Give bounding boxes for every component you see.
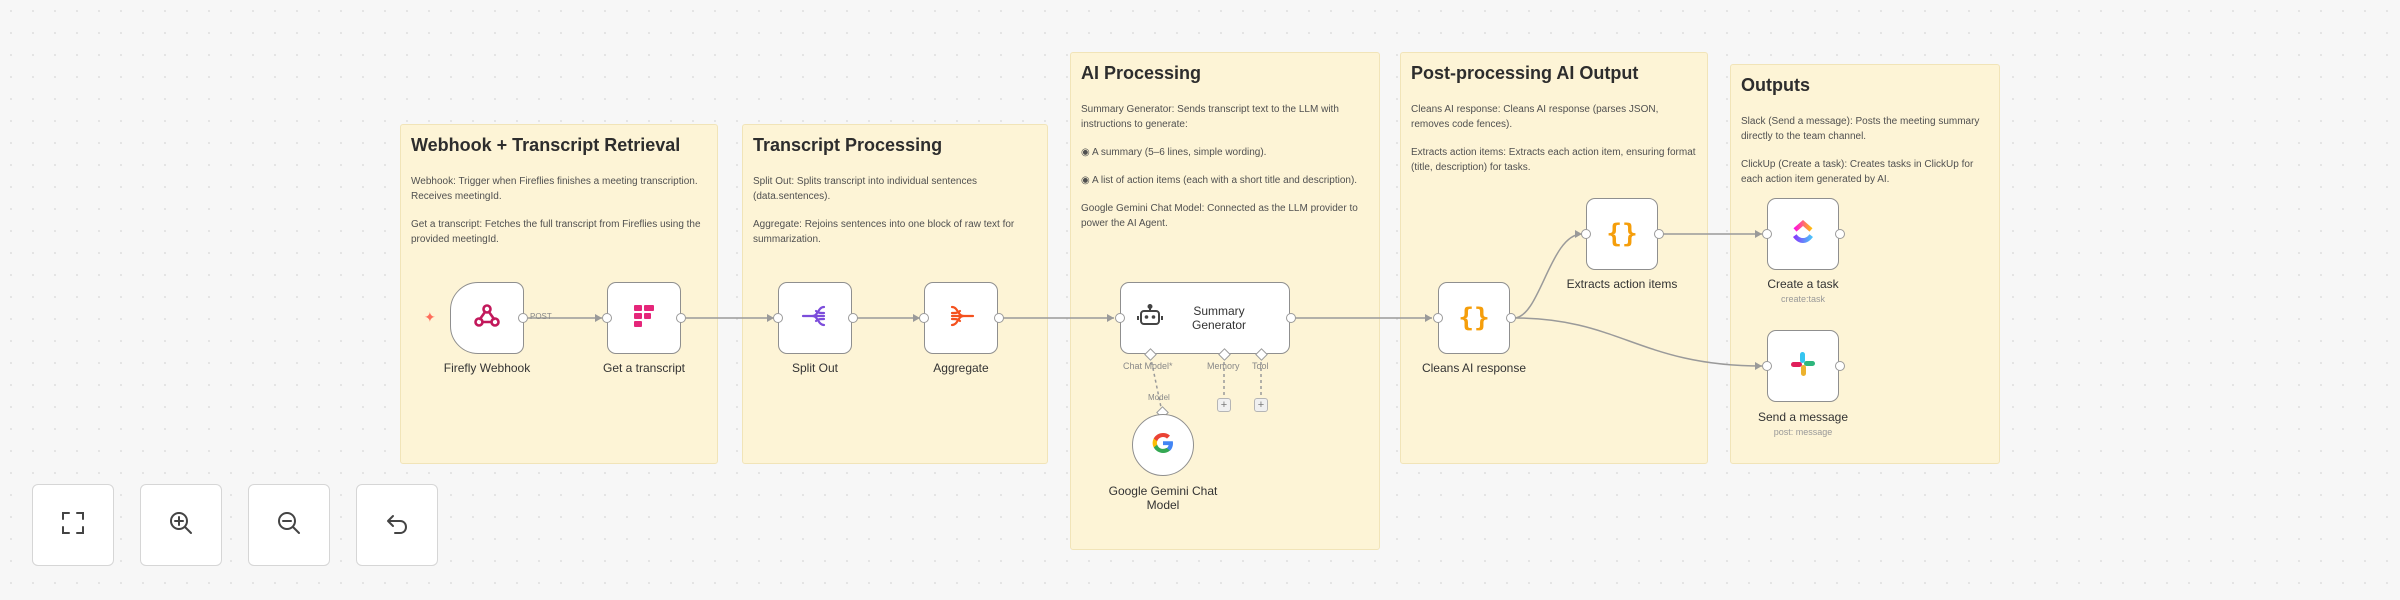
section-note: Aggregate: Rejoins sentences into one bl… (753, 219, 1015, 245)
node-label: Split Out (791, 361, 839, 375)
arrowhead (913, 314, 920, 322)
section-note: Slack (Send a message): Posts the meetin… (1741, 116, 1980, 142)
input-port[interactable] (1762, 229, 1772, 239)
output-port[interactable] (994, 313, 1004, 323)
section-note: Summary Generator: Sends transcript text… (1081, 104, 1339, 130)
reset-button[interactable] (356, 484, 438, 566)
code-braces-icon: {} (1458, 303, 1490, 333)
section-title: Webhook + Transcript Retrieval (411, 135, 681, 155)
input-port[interactable] (1762, 361, 1772, 371)
connection-cleans-to-slack (1513, 317, 1763, 367)
section-note: Cleans AI response: Cleans AI response (… (1411, 104, 1659, 130)
memory-port-label: Memory (1207, 361, 1240, 371)
section-note: ◉ A list of action items (each with a sh… (1081, 175, 1358, 186)
node-firefly-webhook[interactable] (450, 282, 524, 354)
section-title: Outputs (1741, 75, 1810, 95)
webhook-icon (472, 301, 502, 336)
add-tool-button[interactable]: + (1254, 398, 1268, 412)
arrowhead (767, 314, 774, 322)
output-port[interactable] (676, 313, 686, 323)
arrowhead (1575, 230, 1582, 238)
arrowhead (1755, 362, 1762, 370)
input-port[interactable] (1581, 229, 1591, 239)
output-port[interactable] (848, 313, 858, 323)
clickup-icon (1789, 218, 1817, 251)
section-title: Transcript Processing (753, 135, 943, 155)
output-port[interactable] (1835, 361, 1845, 371)
split-out-icon (800, 303, 830, 334)
node-operation: create:task (1780, 294, 1826, 304)
edge-label-post: POST (530, 312, 552, 321)
input-port[interactable] (919, 313, 929, 323)
section-note: ◉ A summary (5–6 lines, simple wording). (1081, 147, 1267, 158)
arrowhead (1107, 314, 1114, 322)
node-extracts-action-items[interactable]: {} (1586, 198, 1658, 270)
node-operation: post: message (1773, 427, 1833, 437)
input-port[interactable] (602, 313, 612, 323)
section-title: AI Processing (1081, 63, 1202, 83)
input-port[interactable] (773, 313, 783, 323)
output-port[interactable] (518, 313, 528, 323)
add-memory-button[interactable]: + (1217, 398, 1231, 412)
fullscreen-icon (59, 509, 87, 542)
model-port-label: Model (1148, 393, 1170, 402)
connection-gemini-to-summary (1149, 353, 1163, 413)
slack-icon (1789, 350, 1817, 383)
zoom-out-icon (275, 509, 303, 542)
tool-port-label: Tool (1252, 361, 1269, 371)
arrowhead (595, 314, 602, 322)
output-port[interactable] (1506, 313, 1516, 323)
node-label: Send a message (1757, 410, 1849, 424)
section-title: Post-processing AI Output (1411, 63, 1639, 83)
section-note: Webhook: Trigger when Fireflies finishes… (411, 176, 698, 202)
output-port[interactable] (1654, 229, 1664, 239)
arrowhead (1425, 314, 1432, 322)
robot-icon (1137, 303, 1163, 333)
node-label: Summary Generator (1191, 304, 1247, 332)
arrowhead (1755, 230, 1762, 238)
section-note: Extracts action items: Extracts each act… (1411, 147, 1696, 173)
node-google-gemini-chat-model[interactable] (1132, 414, 1194, 476)
node-split-out[interactable] (778, 282, 852, 354)
aggregate-icon (946, 303, 976, 334)
node-label: Google Gemini Chat Model (1108, 484, 1218, 512)
node-label: Aggregate (933, 361, 989, 375)
google-icon (1151, 431, 1175, 460)
connection-cleans-to-extracts (1513, 233, 1583, 319)
section-note: Google Gemini Chat Model: Connected as t… (1081, 203, 1358, 229)
code-braces-icon: {} (1606, 219, 1638, 249)
node-label: Cleans AI response (1421, 361, 1527, 375)
node-get-transcript[interactable] (607, 282, 681, 354)
fireflies-icon (632, 303, 656, 334)
node-cleans-ai-response[interactable]: {} (1438, 282, 1510, 354)
zoom-in-button[interactable] (140, 484, 222, 566)
input-port[interactable] (1433, 313, 1443, 323)
trigger-lightning-icon: ✦ (424, 309, 436, 325)
undo-icon (383, 509, 411, 542)
output-port[interactable] (1835, 229, 1845, 239)
zoom-out-button[interactable] (248, 484, 330, 566)
zoom-in-icon (167, 509, 195, 542)
section-note: Get a transcript: Fetches the full trans… (411, 219, 701, 245)
chat-model-port-label: Chat Model* (1123, 361, 1173, 371)
node-send-a-message[interactable] (1767, 330, 1839, 402)
node-label: Firefly Webhook (443, 361, 531, 375)
node-label: Extracts action items (1566, 277, 1678, 291)
section-note: ClickUp (Create a task): Creates tasks i… (1741, 159, 1974, 185)
node-summary-generator[interactable]: Summary Generator (1120, 282, 1290, 354)
node-aggregate[interactable] (924, 282, 998, 354)
section-note: Split Out: Splits transcript into indivi… (753, 176, 977, 202)
output-port[interactable] (1286, 313, 1296, 323)
input-port[interactable] (1115, 313, 1125, 323)
node-label: Get a transcript (602, 361, 686, 375)
node-create-a-task[interactable] (1767, 198, 1839, 270)
fit-view-button[interactable] (32, 484, 114, 566)
node-label: Create a task (1767, 277, 1839, 291)
